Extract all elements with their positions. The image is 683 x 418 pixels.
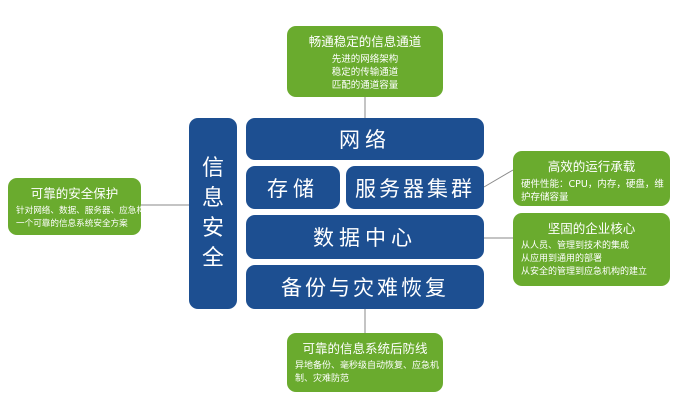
callout-top-line: 匹配的通道容量 bbox=[331, 80, 399, 91]
backup-recovery-label: 备份与灾难恢复 bbox=[281, 276, 449, 300]
network-block: 网络 bbox=[246, 118, 484, 160]
callout-right-mid-line: 从应用到通用的部署 bbox=[521, 254, 603, 264]
connector-right-top bbox=[483, 169, 514, 188]
callout-bottom-line: 制、灾难防范 bbox=[295, 374, 350, 384]
callout-left: 可靠的安全保护 针对网络、数据、服务器、应急构建 一个可靠的信息系统安全方案 bbox=[8, 178, 154, 235]
callout-right-mid-line: 从安全的管理到应急机构的建立 bbox=[521, 267, 648, 277]
info-security-char: 安 bbox=[201, 215, 224, 241]
callout-bottom-line: 异地备份、毫秒级自动恢复、应急机 bbox=[295, 361, 440, 371]
info-security-char: 息 bbox=[201, 185, 224, 211]
callout-top-title: 畅通稳定的信息通道 bbox=[308, 34, 422, 49]
callout-right-mid: 坚固的企业核心 从人员、管理到技术的集成 从应用到通用的部署 从安全的管理到应急… bbox=[513, 213, 670, 286]
callout-bottom: 可靠的信息系统后防线 异地备份、毫秒级自动恢复、应急机 制、灾难防范 bbox=[287, 333, 443, 392]
callout-top: 畅通稳定的信息通道 先进的网络架构 稳定的传输通道 匹配的通道容量 bbox=[287, 26, 443, 97]
callout-right-top-line: 护存储容量 bbox=[521, 192, 569, 203]
callout-top-line: 稳定的传输通道 bbox=[331, 67, 399, 78]
info-security-char: 全 bbox=[201, 245, 224, 271]
info-security-block: 信 息 安 全 bbox=[189, 118, 237, 309]
callout-bottom-title: 可靠的信息系统后防线 bbox=[302, 341, 428, 356]
callout-right-top-title: 高效的运行承载 bbox=[547, 159, 636, 174]
network-label: 网络 bbox=[339, 128, 391, 152]
callout-right-top-line: 硬件性能：CPU，内存，硬盘，维 bbox=[521, 179, 664, 190]
callout-left-line: 一个可靠的信息系统安全方案 bbox=[16, 219, 128, 229]
callout-right-mid-line: 从人员、管理到技术的集成 bbox=[521, 241, 630, 251]
callout-right-top: 高效的运行承载 硬件性能：CPU，内存，硬盘，维 护存储容量 bbox=[513, 151, 670, 206]
callout-top-line: 先进的网络架构 bbox=[331, 54, 399, 65]
storage-block: 存储 bbox=[246, 166, 340, 209]
callout-left-title: 可靠的安全保护 bbox=[30, 186, 119, 201]
storage-label: 存储 bbox=[267, 176, 319, 201]
backup-recovery-block: 备份与灾难恢复 bbox=[246, 265, 484, 309]
info-security-char: 信 bbox=[201, 155, 224, 181]
data-center-block: 数据中心 bbox=[246, 215, 484, 259]
callout-left-line: 针对网络、数据、服务器、应急构建 bbox=[16, 206, 154, 216]
callout-right-mid-title: 坚固的企业核心 bbox=[547, 221, 636, 236]
server-cluster-block: 服务器集群 bbox=[346, 166, 484, 209]
server-cluster-label: 服务器集群 bbox=[355, 176, 475, 201]
data-center-label: 数据中心 bbox=[313, 226, 417, 250]
